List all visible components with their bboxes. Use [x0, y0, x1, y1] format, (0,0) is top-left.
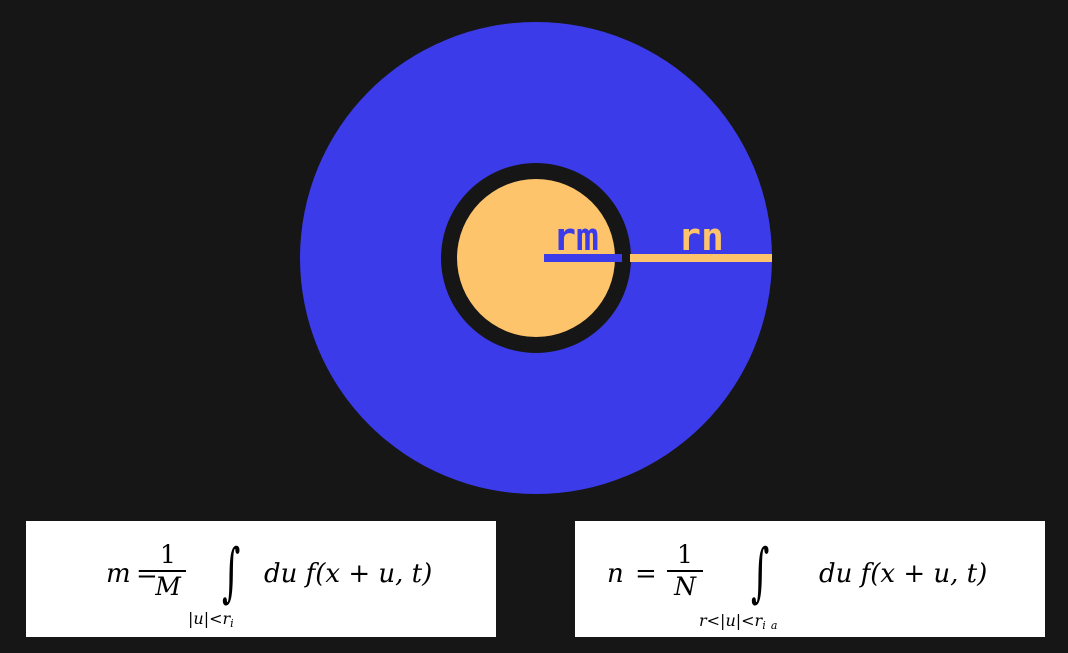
inner-radius-line — [544, 254, 622, 262]
formula-integrand: du f(x + u, t) — [819, 559, 988, 589]
integral-subscript: |u|<ri — [188, 609, 234, 630]
formula-integrand: du f(x + u, t) — [264, 559, 433, 589]
outer-radius-label: rn — [678, 215, 724, 259]
formula-fraction: 1 N — [667, 540, 703, 602]
fraction-bar — [667, 570, 703, 572]
integral-sign: ∫ — [222, 536, 241, 610]
integral-sign: ∫ — [751, 536, 770, 610]
integral-subscript: r<|u|<ri a — [699, 611, 778, 632]
formula-lhs: m — [106, 559, 131, 589]
formula-box-inner: m = 1 M ∫ |u|<ri du f(x + u, t) — [26, 521, 496, 637]
inner-radius-label: rm — [553, 215, 599, 259]
fraction-bar — [150, 570, 186, 572]
formula-box-outer: n = 1 N ∫ r<|u|<ri a du f(x + u, t) — [575, 521, 1045, 637]
fraction-numerator: 1 — [677, 540, 693, 569]
fraction-denominator: M — [155, 571, 181, 601]
formula-equals: = — [635, 559, 657, 589]
inner-disk — [457, 179, 615, 337]
formula-equals: = — [136, 559, 158, 589]
formula-lhs: n — [607, 559, 624, 589]
fraction-numerator: 1 — [160, 540, 176, 569]
fraction-denominator: N — [674, 571, 696, 601]
kernel-diagram: rm rn — [300, 22, 772, 494]
formula-fraction: 1 M — [150, 540, 186, 602]
outer-radius-line — [630, 254, 772, 262]
